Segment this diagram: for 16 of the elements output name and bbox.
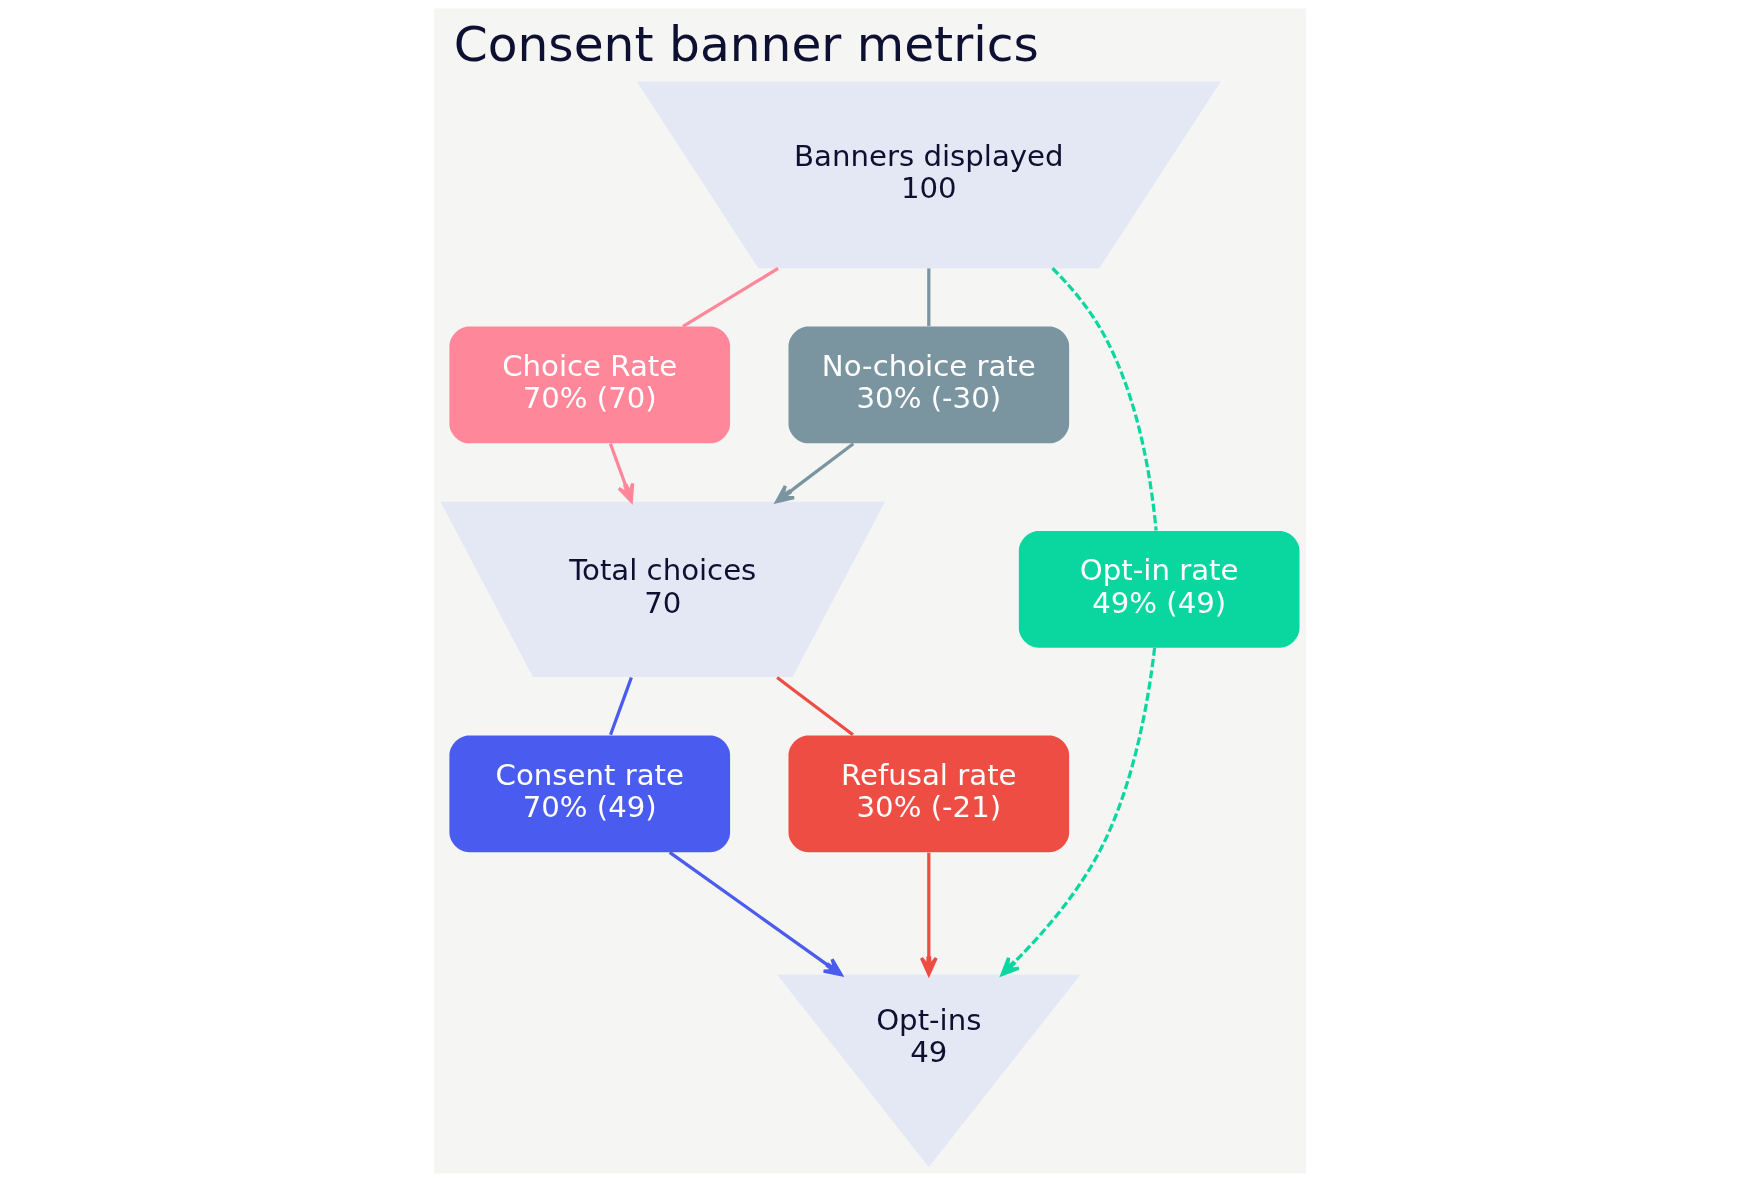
connector: [776, 676, 854, 737]
arrow: [608, 443, 635, 503]
connector: [1051, 267, 1158, 531]
diagram-title: Consent banner metrics: [453, 15, 1039, 72]
node-box: No-choice rate 30% (-30): [788, 326, 1070, 444]
node-box: Choice Rate 70% (70): [449, 326, 731, 444]
node-box: Consent rate 70% (49): [449, 735, 731, 853]
connector: [682, 267, 779, 328]
node-box: Opt-in rate 49% (49): [1018, 530, 1300, 648]
arrow: [668, 851, 843, 977]
arrow: [1000, 647, 1157, 976]
arrow: [775, 442, 855, 504]
arrow: [919, 852, 938, 976]
node-box: Refusal rate 30% (-21): [788, 735, 1070, 853]
connector: [609, 676, 633, 736]
connector: [927, 268, 931, 327]
